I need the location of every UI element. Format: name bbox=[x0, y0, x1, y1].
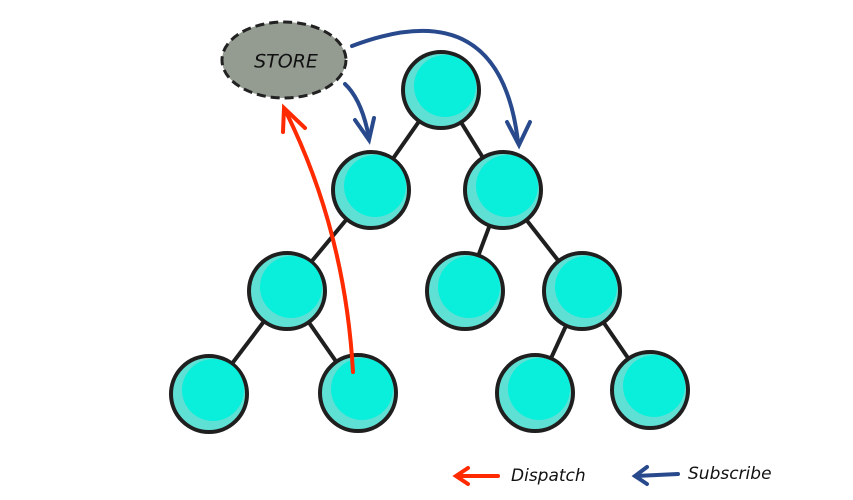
tree-node bbox=[495, 353, 575, 433]
subscribe-arrow-icon bbox=[631, 465, 680, 486]
tree-edges bbox=[207, 88, 652, 396]
legend-subscribe: Subscribe bbox=[631, 464, 772, 486]
tree-node bbox=[247, 251, 327, 331]
tree-node bbox=[425, 251, 505, 331]
store-node: STORE bbox=[220, 20, 348, 100]
tree-node bbox=[463, 150, 543, 230]
tree-node bbox=[401, 50, 481, 130]
dispatch-arrow-icon bbox=[452, 466, 500, 486]
tree-node bbox=[318, 353, 398, 433]
dispatch-arrow bbox=[281, 103, 355, 374]
store-label: STORE bbox=[254, 51, 318, 73]
legend-dispatch-label: Dispatch bbox=[511, 466, 586, 486]
tree-nodes bbox=[169, 50, 690, 434]
subscribe-arrow-right-child bbox=[350, 29, 532, 150]
legend-dispatch: Dispatch bbox=[452, 466, 586, 486]
tree-node bbox=[610, 350, 690, 430]
tree-node bbox=[542, 251, 622, 331]
tree-node bbox=[169, 354, 249, 434]
subscribe-arrow-left-child bbox=[343, 82, 376, 145]
tree-node bbox=[331, 150, 411, 230]
legend-subscribe-label: Subscribe bbox=[688, 464, 772, 484]
